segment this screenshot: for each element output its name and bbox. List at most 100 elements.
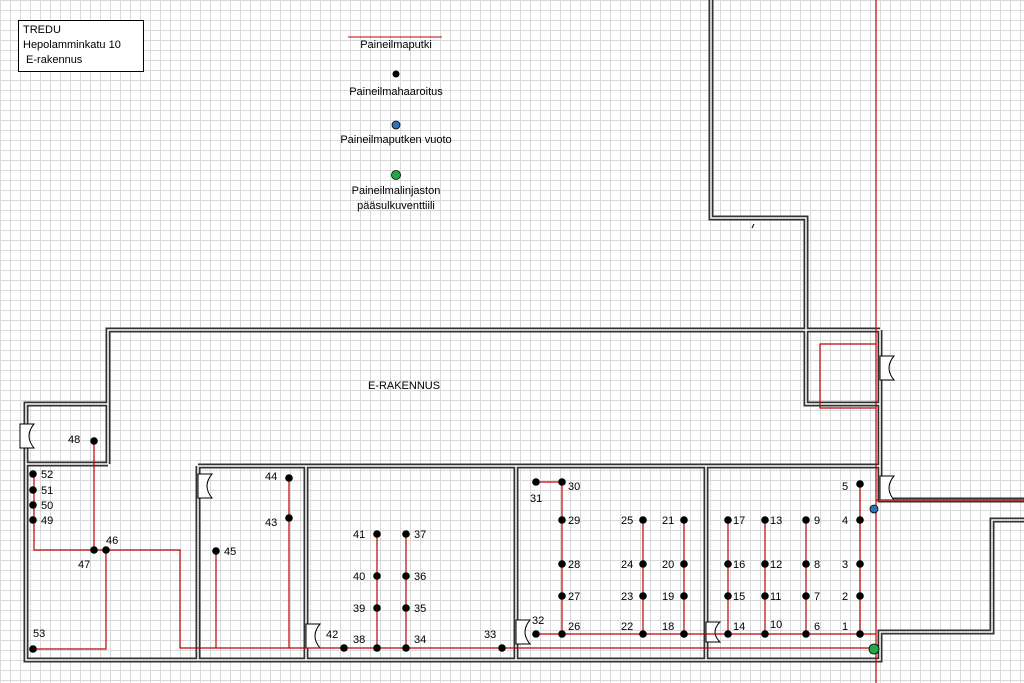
branch-point-label-20: 20 xyxy=(662,559,674,571)
branch-point-label-34: 34 xyxy=(414,634,426,646)
branch-points: 1234567891011121314151617181920212223242… xyxy=(29,434,864,653)
branch-point-8 xyxy=(802,560,810,568)
title-line-1: TREDU xyxy=(23,24,61,36)
legend-leak-dot xyxy=(391,120,401,130)
branch-point-label-8: 8 xyxy=(814,559,820,571)
branch-point-label-36: 36 xyxy=(414,571,426,583)
doors xyxy=(19,355,896,649)
branch-point-48 xyxy=(90,437,98,445)
branch-point-label-40: 40 xyxy=(353,571,365,583)
branch-point-44 xyxy=(285,474,293,482)
branch-point-label-24: 24 xyxy=(621,559,633,571)
branch-point-15 xyxy=(724,592,732,600)
branch-point-12 xyxy=(761,560,769,568)
branch-point-18 xyxy=(680,630,688,638)
branch-point-label-21: 21 xyxy=(662,515,674,527)
branch-point-28 xyxy=(558,560,566,568)
branch-point-29 xyxy=(558,516,566,524)
branch-point-46 xyxy=(102,546,110,554)
branch-point-label-47: 47 xyxy=(78,559,90,571)
branch-point-24 xyxy=(639,560,647,568)
branch-point-label-51: 51 xyxy=(41,485,53,497)
branch-point-26 xyxy=(558,630,566,638)
branch-point-40 xyxy=(373,572,381,580)
branch-point-20 xyxy=(680,560,688,568)
legend-valve-label-1: Paineilmalinjaston xyxy=(351,185,441,197)
branch-point-label-23: 23 xyxy=(621,591,633,603)
branch-point-label-25: 25 xyxy=(621,515,633,527)
branch-point-27 xyxy=(558,592,566,600)
legend-branch-dot xyxy=(392,70,400,78)
branch-point-36 xyxy=(402,572,410,580)
branch-point-label-5: 5 xyxy=(842,481,848,493)
branch-point-label-9: 9 xyxy=(814,515,820,527)
door-right-upper xyxy=(879,355,896,381)
branch-point-14 xyxy=(724,630,732,638)
branch-point-52 xyxy=(29,470,37,478)
branch-point-label-17: 17 xyxy=(733,515,745,527)
branch-point-label-53: 53 xyxy=(33,628,45,640)
branch-point-label-16: 16 xyxy=(733,559,745,571)
legend-symbols xyxy=(348,36,442,180)
branch-point-53 xyxy=(29,645,37,653)
branch-point-43 xyxy=(285,514,293,522)
branch-point-label-26: 26 xyxy=(568,621,580,633)
branch-point-22 xyxy=(639,630,647,638)
branch-point-label-11: 11 xyxy=(770,591,781,603)
branch-point-label-12: 12 xyxy=(770,559,782,571)
branch-point-11 xyxy=(761,592,769,600)
branch-point-label-42: 42 xyxy=(326,629,338,641)
branch-point-label-15: 15 xyxy=(733,591,745,603)
branch-point-35 xyxy=(402,604,410,612)
branch-point-label-18: 18 xyxy=(662,621,674,633)
branch-point-label-13: 13 xyxy=(770,515,782,527)
outer-wall xyxy=(23,327,1024,663)
branch-point-30 xyxy=(558,478,566,486)
branch-point-label-7: 7 xyxy=(814,591,820,603)
pipes xyxy=(33,0,1024,683)
branch-point-13 xyxy=(761,516,769,524)
branch-point-label-45: 45 xyxy=(224,546,236,558)
branch-point-50 xyxy=(29,501,37,509)
branch-point-label-46: 46 xyxy=(106,535,118,547)
branch-point-label-44: 44 xyxy=(265,471,277,483)
legend-pipe-label: Paineilmaputki xyxy=(360,39,432,51)
branch-point-21 xyxy=(680,516,688,524)
branch-point-label-32: 32 xyxy=(532,615,544,627)
branch-point-label-39: 39 xyxy=(353,603,365,615)
leak-marker xyxy=(869,504,879,514)
door-room-45 xyxy=(197,473,214,499)
branch-point-25 xyxy=(639,516,647,524)
branch-point-1 xyxy=(856,630,864,638)
branch-point-39 xyxy=(373,604,381,612)
door-room-14 xyxy=(705,621,722,643)
main-shutoff-valve xyxy=(868,643,880,655)
branch-point-42 xyxy=(340,644,348,652)
branch-point-45 xyxy=(212,547,220,555)
branch-point-4 xyxy=(856,516,864,524)
branch-point-6 xyxy=(802,630,810,638)
branch-point-33 xyxy=(498,644,506,652)
branch-point-label-41: 41 xyxy=(353,529,365,541)
branch-point-label-49: 49 xyxy=(41,515,53,527)
branch-point-17 xyxy=(724,516,732,524)
branch-point-label-28: 28 xyxy=(568,559,580,571)
branch-point-label-3: 3 xyxy=(842,559,848,571)
branch-point-label-19: 19 xyxy=(662,591,674,603)
branch-point-51 xyxy=(29,486,37,494)
branch-point-31 xyxy=(532,478,540,486)
branch-point-label-33: 33 xyxy=(484,629,496,641)
branch-point-16 xyxy=(724,560,732,568)
branch-point-label-48: 48 xyxy=(68,434,80,446)
branch-point-label-38: 38 xyxy=(353,634,365,646)
branch-point-label-50: 50 xyxy=(41,500,53,512)
branch-point-label-31: 31 xyxy=(530,493,542,505)
branch-point-label-52: 52 xyxy=(41,469,53,481)
branch-point-23 xyxy=(639,592,647,600)
branch-point-34 xyxy=(402,644,410,652)
branch-point-41 xyxy=(373,530,381,538)
legend-valve-dot xyxy=(391,170,401,180)
branch-point-label-6: 6 xyxy=(814,621,820,633)
legend-branch-label: Paineilmahaaroitus xyxy=(349,86,443,98)
